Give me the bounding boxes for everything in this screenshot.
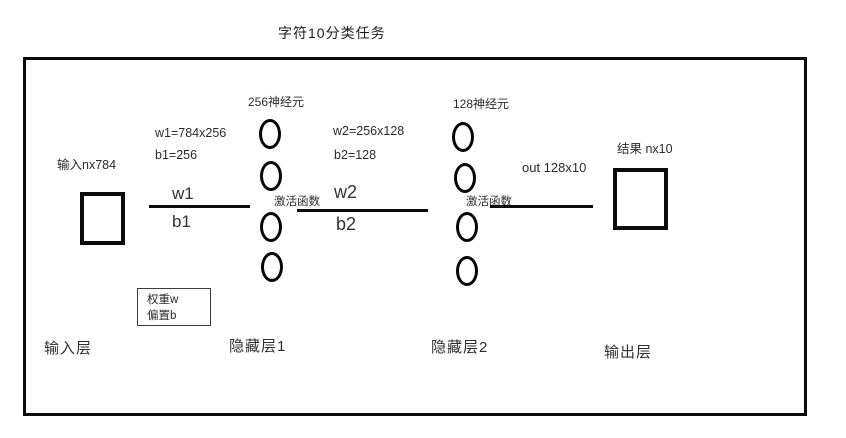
diagram-outer-frame [23, 57, 807, 416]
hidden2-neuron-shape [456, 256, 478, 286]
hidden2-neuron-shape [454, 163, 476, 193]
legend-bias-label: 偏置b [147, 310, 177, 322]
output-connection-line [490, 205, 593, 208]
hidden2-neuron-count-label: 128神经元 [453, 97, 510, 111]
layer-name-hidden1: 隐藏层1 [229, 338, 287, 355]
connection1-line [149, 205, 250, 208]
hidden1-activation-label: 激活函数 [274, 196, 320, 208]
layer-name-hidden2: 隐藏层2 [431, 339, 489, 356]
hidden1-neuron-shape [260, 161, 282, 191]
input-box-shape [80, 192, 125, 245]
hidden1-neuron-shape [259, 119, 281, 149]
hidden2-neuron-shape [452, 122, 474, 152]
input-label: 输入nx784 [57, 158, 117, 172]
hidden2-neuron-shape [456, 212, 478, 242]
w1-label: w1 [172, 184, 194, 203]
layer-name-output: 输出层 [604, 344, 653, 361]
b1-label: b1 [172, 212, 191, 231]
output-box-shape [613, 168, 668, 230]
legend-box: 权重w 偏置b [137, 288, 211, 326]
hidden1-neuron-shape [261, 252, 283, 282]
b2-equation: b2=128 [334, 148, 377, 162]
connection2-line [297, 209, 428, 212]
layer-name-input: 输入层 [44, 340, 93, 357]
b1-equation: b1=256 [155, 148, 198, 162]
hidden1-neuron-shape [260, 212, 282, 242]
diagram-title: 字符10分类任务 [278, 25, 386, 41]
w2-equation: w2=256x128 [333, 124, 405, 138]
result-label: 结果 nx10 [617, 142, 673, 156]
hidden1-neuron-count-label: 256神经元 [248, 95, 305, 109]
out-equation: out 128x10 [522, 160, 587, 175]
b2-label: b2 [336, 214, 357, 234]
w1-equation: w1=784x256 [155, 126, 227, 140]
w2-label: w2 [334, 182, 358, 202]
legend-weight-label: 权重w [147, 294, 179, 306]
